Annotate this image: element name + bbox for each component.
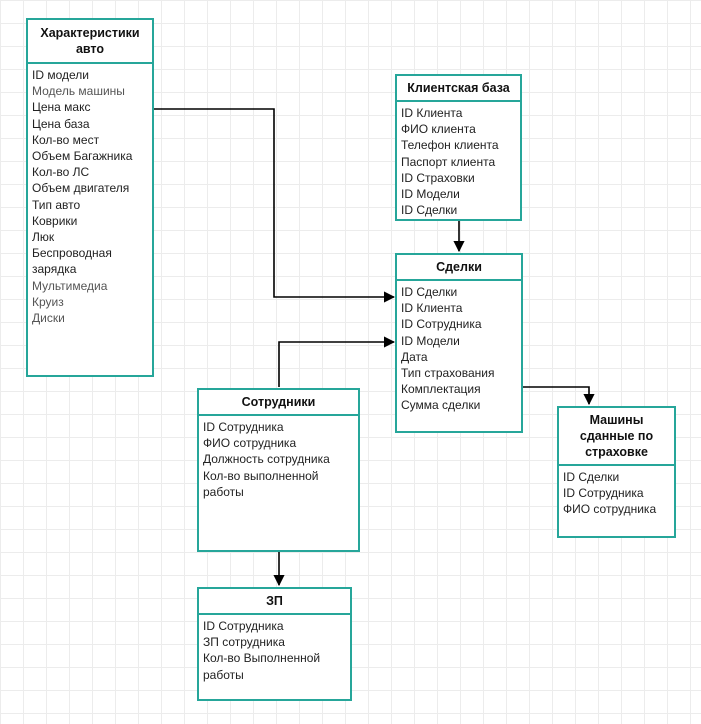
entity-field: ID Клиента [401,106,463,120]
entity-field: Цена макс [32,100,91,115]
link-deals-to-insured-cars[interactable] [522,386,595,406]
entity-field: Тип авто [32,197,81,212]
entity-field: Объем Багажника [32,149,133,164]
entity-field: Должность сотрудника [203,452,330,467]
entity-field: ID модели [32,68,89,82]
entity-title: Сделки [397,255,521,281]
entity-field: Кол-во выполненной работы [203,468,319,499]
entity-field: Кол-во мест [32,132,100,147]
entity-title: ЗП [199,589,350,615]
entity-field: Комплектация [401,382,481,397]
entity-field: Мультимедиа [32,278,108,293]
entity-title: Клиентская база [397,76,520,102]
entity-field: Паспорт клиента [401,154,496,169]
entity-field: ID Сделки [563,470,620,484]
link-car-specs-to-deals[interactable] [153,108,396,303]
entity-field: Коврики [32,213,78,228]
entity-field: Диски [32,311,65,326]
entity-title: Машины сданные по страховке [559,408,674,466]
entity-field: ЗП сотрудника [203,635,285,650]
entity-field: ID Сотрудника [563,486,644,501]
entity-field: Дата [401,349,428,364]
entity-field: Тип страхования [401,366,495,381]
entity-field: ID Сотрудника [401,317,482,332]
entity-field: ФИО сотрудника [563,502,657,517]
entity-field: Цена база [32,116,90,131]
entity-field: ID Модели [401,333,460,348]
entity-title: Характеристики авто [28,20,152,64]
entity-field: ID Модели [401,187,460,202]
entity-field: Беспроводная зарядка [32,246,112,277]
entity-field: ID Сотрудника [203,420,284,434]
entity-field: ФИО клиента [401,122,476,137]
entity-field: Объем двигателя [32,181,130,196]
entity-field: Люк [32,230,55,245]
entity-field: ID Сделки [401,203,458,218]
entity-field: Телефон клиента [401,138,499,153]
entity-field: Кол-во Выполненной работы [203,651,321,682]
entity-field: ФИО сотрудника [203,436,297,451]
entity-field: ID Сделки [401,285,458,299]
link-employees-to-deals[interactable] [278,336,396,387]
entity-field: ID Сотрудника [203,619,284,633]
entity-field: ID Клиента [401,301,463,316]
entity-field: Круиз [32,294,64,309]
entity-field: Модель машины [32,84,125,99]
entity-field: Кол-во ЛС [32,165,90,180]
entity-title: Сотрудники [199,390,358,416]
entity-field: ID Страховки [401,170,475,185]
entity-field: Сумма сделки [401,398,481,413]
